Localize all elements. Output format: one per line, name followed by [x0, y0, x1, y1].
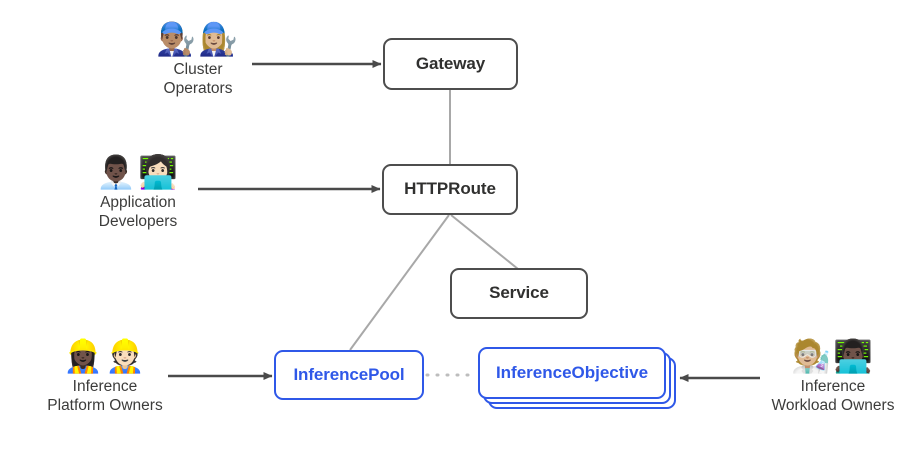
inference-platform-owners-emoji: 👷🏿‍♀️👷🏻: [63, 338, 147, 374]
node-gateway[interactable]: Gateway: [383, 38, 518, 90]
inference-workload-owners-emoji: 🧑🏼‍🔬👨🏿‍💻: [791, 338, 875, 374]
edge-httproute-to-inferencepool: [349, 214, 450, 351]
cluster-operators-emoji: 👨🏽‍🔧👩🏼‍🔧: [156, 21, 240, 57]
node-inferenceobjective[interactable]: InferenceObjective: [478, 347, 676, 409]
node-inferenceobjective-layer-front: InferenceObjective: [478, 347, 666, 399]
inference-platform-owners-label: Inference Platform Owners: [47, 378, 163, 414]
node-gateway-label: Gateway: [415, 53, 486, 73]
application-developers-label: Application Developers: [98, 194, 178, 230]
node-service[interactable]: Service: [450, 268, 588, 319]
application-developers-emoji: 👨🏿‍💼👩🏻‍💻: [96, 154, 180, 190]
edge-httproute-to-service: [450, 214, 519, 270]
node-inferencepool-label: InferencePool: [293, 364, 405, 384]
node-service-label: Service: [489, 283, 549, 303]
persona-application-developers: 👨🏿‍💼👩🏻‍💻 Application Developers: [43, 153, 233, 231]
node-httproute-label: HTTPRoute: [404, 179, 496, 199]
persona-cluster-operators: 👨🏽‍🔧👩🏼‍🔧 Cluster Operators: [103, 20, 293, 98]
inference-workload-owners-label: Inference Workload Owners: [771, 378, 895, 414]
cluster-operators-label: Cluster Operators: [163, 61, 233, 97]
persona-inference-workload-owners: 🧑🏼‍🔬👨🏿‍💻 Inference Workload Owners: [738, 337, 902, 415]
node-inferencepool[interactable]: InferencePool: [274, 350, 424, 400]
persona-inference-platform-owners: 👷🏿‍♀️👷🏻 Inference Platform Owners: [10, 337, 200, 415]
node-inferenceobjective-label: InferenceObjective: [495, 363, 649, 382]
node-httproute[interactable]: HTTPRoute: [382, 164, 518, 215]
